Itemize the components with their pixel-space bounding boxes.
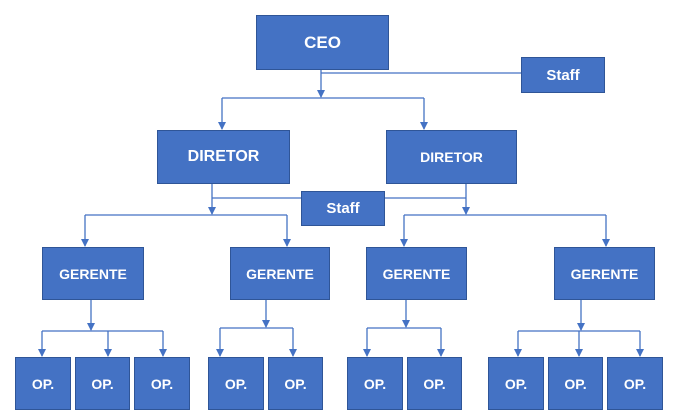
operator-box-6: OP. <box>347 357 403 410</box>
manager-2-label: GERENTE <box>246 265 314 282</box>
director-box-left: DIRETOR <box>157 130 290 184</box>
operator-2-label: OP. <box>91 375 114 392</box>
operator-box-8: OP. <box>488 357 544 410</box>
director-right-label: DIRETOR <box>420 149 483 165</box>
manager-box-3: GERENTE <box>366 247 467 300</box>
manager-box-4: GERENTE <box>554 247 655 300</box>
operator-box-5: OP. <box>268 357 323 410</box>
manager-3-label: GERENTE <box>382 265 451 282</box>
operator-box-2: OP. <box>75 357 130 410</box>
manager-box-1: GERENTE <box>42 247 144 300</box>
staff-box-top: Staff <box>521 57 605 93</box>
operator-8-label: OP. <box>504 375 528 392</box>
director-left-label: DIRETOR <box>187 148 260 165</box>
operator-4-label: OP. <box>224 375 248 392</box>
operator-box-7: OP. <box>407 357 462 410</box>
operator-1-label: OP. <box>31 375 55 392</box>
manager-4-label: GERENTE <box>570 265 639 282</box>
staff-mid-label: Staff <box>326 200 360 217</box>
director-box-right: DIRETOR <box>386 130 517 184</box>
operator-box-9: OP. <box>548 357 603 410</box>
staff-top-label: Staff <box>546 66 580 84</box>
manager-1-label: GERENTE <box>59 265 127 282</box>
staff-box-middle: Staff <box>301 191 385 226</box>
operator-3-label: OP. <box>150 375 174 392</box>
ceo-label: CEO <box>304 32 341 52</box>
operator-box-10: OP. <box>607 357 663 410</box>
operator-box-4: OP. <box>208 357 264 410</box>
operator-box-1: OP. <box>15 357 71 410</box>
operator-7-label: OP. <box>423 375 446 392</box>
operator-box-3: OP. <box>134 357 190 410</box>
operator-10-label: OP. <box>623 375 647 392</box>
operator-9-label: OP. <box>564 375 587 392</box>
ceo-box: CEO <box>256 15 389 70</box>
operator-5-label: OP. <box>284 375 307 392</box>
operator-6-label: OP. <box>363 375 387 392</box>
manager-box-2: GERENTE <box>230 247 330 300</box>
